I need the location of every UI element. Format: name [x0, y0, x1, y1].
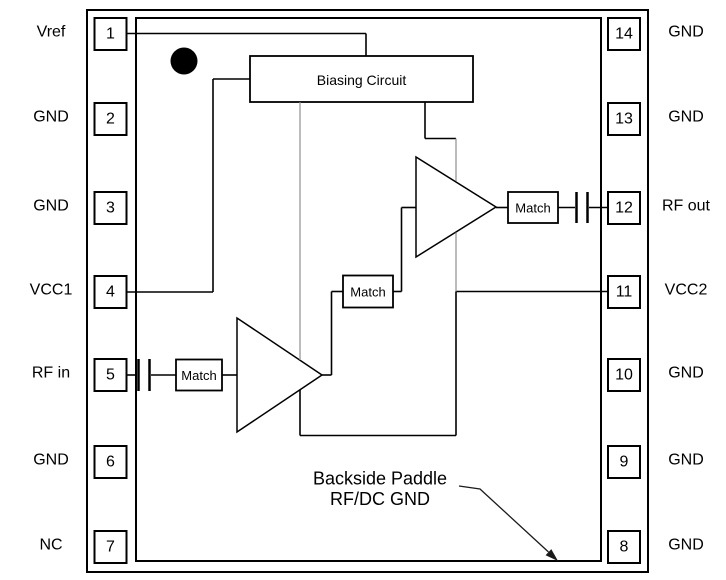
pin-number-14: 14: [615, 26, 633, 43]
package-outline: [86, 9, 649, 573]
biasing-circuit-block: [249, 55, 474, 103]
pin-number-6: 6: [106, 454, 115, 471]
pin-box-1: [93, 17, 128, 51]
output-match-label: Match: [515, 201, 550, 216]
pin-number-8: 8: [620, 539, 629, 556]
pin-number-11: 11: [616, 284, 633, 301]
pin-number-7: 7: [106, 539, 115, 556]
backside-paddle-note-line2: RF/DC GND: [330, 489, 430, 509]
input-match-label: Match: [181, 368, 216, 383]
pin-number-12: 12: [615, 200, 633, 217]
pin-number-2: 2: [106, 111, 115, 128]
pin-number-13: 13: [615, 111, 633, 128]
pin-number-4: 4: [106, 284, 115, 301]
pin-number-5: 5: [106, 367, 115, 384]
pin-label-vcc2: VCC2: [665, 282, 708, 299]
pin-number-9: 9: [620, 454, 629, 471]
pin1-indicator-dot: [170, 47, 198, 75]
interstage-match-label: Match: [350, 285, 385, 300]
biasing-circuit-label: Biasing Circuit: [317, 72, 407, 88]
output-match-block: [507, 191, 559, 224]
pin-label-nc: NC: [39, 537, 62, 554]
die-outline: [135, 17, 602, 562]
pin-label-rfout: RF out: [662, 198, 711, 215]
pin-box-2: [93, 102, 128, 136]
pin-label-gnd-2: GND: [33, 109, 69, 126]
pin-box-6: [93, 445, 128, 479]
pin-number-1: 1: [106, 26, 115, 43]
pin-box-3: [93, 191, 128, 225]
pin-number-10: 10: [615, 367, 633, 384]
pin-label-gnd-3: GND: [33, 198, 69, 215]
pin-label-gnd-8: GND: [668, 537, 704, 554]
pin-box-8: [607, 530, 641, 564]
pin-number-3: 3: [106, 200, 115, 217]
leader-arrowhead-icon: [545, 549, 558, 561]
pin-box-9: [607, 445, 641, 479]
pin-label-vcc1: VCC1: [30, 282, 73, 299]
pin-box-5: [93, 358, 128, 392]
pin-box-4: [93, 275, 128, 309]
pin-box-7: [93, 530, 128, 564]
pin-label-rfin: RF in: [32, 365, 70, 382]
pin-label-gnd-10: GND: [668, 365, 704, 382]
pin-label-gnd-14: GND: [668, 24, 704, 41]
backside-paddle-note-line1: Backside Paddle: [313, 469, 447, 489]
pin-label-gnd-13: GND: [668, 109, 704, 126]
pin-label-vref: Vref: [37, 24, 66, 41]
pin-box-14: [607, 17, 641, 51]
leader-line: [458, 485, 549, 553]
pin-label-gnd-6: GND: [33, 452, 69, 469]
pin-box-10: [607, 358, 641, 392]
pin-label-gnd-9: GND: [668, 452, 704, 469]
amplifier-stage1-triangle: [236, 316, 324, 434]
pin-box-13: [607, 102, 641, 136]
input-match-block: [175, 358, 223, 392]
